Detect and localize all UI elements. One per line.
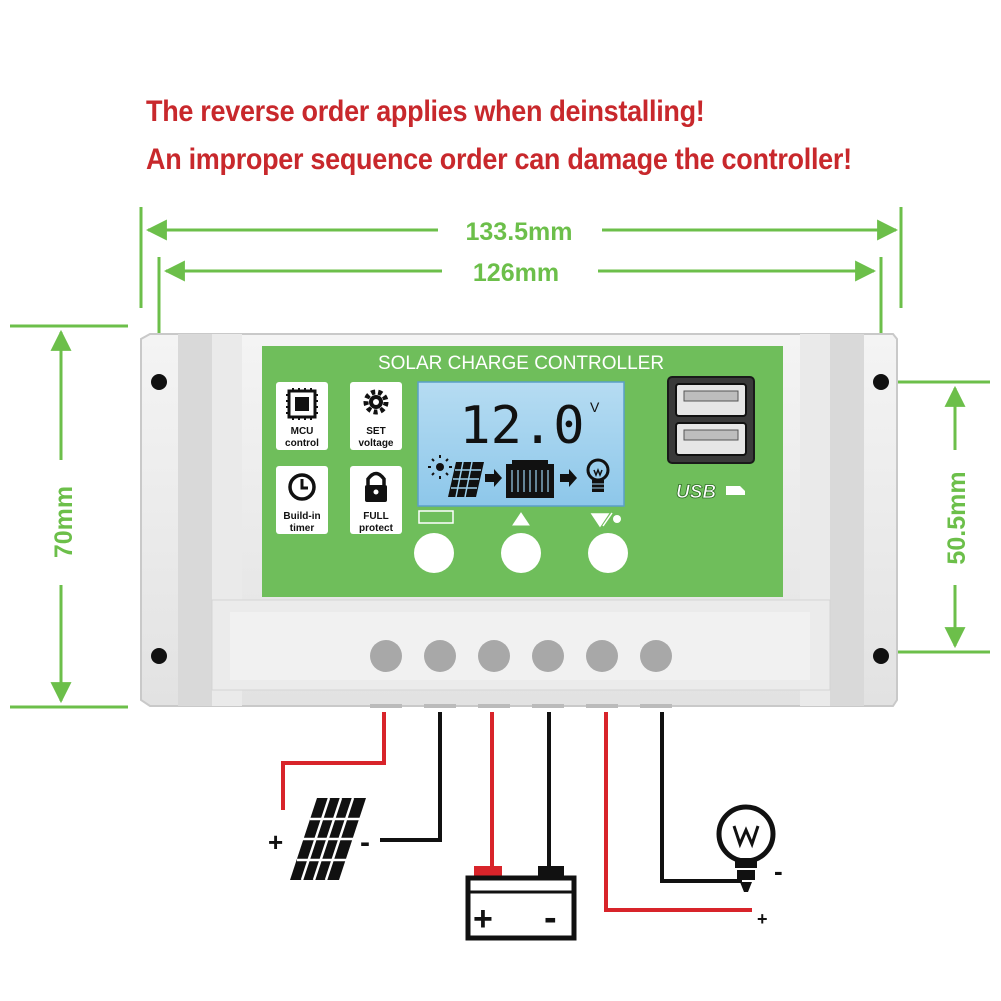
feature-mcu-line2: control bbox=[285, 438, 319, 449]
button-1[interactable] bbox=[414, 510, 454, 573]
lcd-unit: V bbox=[590, 399, 600, 415]
battery-minus-label: - bbox=[544, 897, 557, 939]
usb-ports[interactable]: USB bbox=[667, 376, 755, 503]
dimension-hole-width: 126mm bbox=[157, 257, 883, 362]
hole-height-label: 50.5mm bbox=[943, 471, 971, 564]
clock-icon bbox=[288, 473, 316, 501]
feature-mcu: MCU control bbox=[276, 382, 328, 450]
lcd-voltage-reading: 12.0 bbox=[459, 396, 584, 456]
hole-width-label: 126mm bbox=[473, 259, 559, 287]
feature-timer: Build-in timer bbox=[276, 466, 328, 534]
battery: + - bbox=[465, 866, 577, 941]
load-icon bbox=[590, 512, 613, 528]
total-height-label: 70mm bbox=[50, 486, 78, 558]
sun-icon bbox=[428, 455, 452, 479]
feature-set-line1: SET bbox=[366, 426, 385, 437]
warning-line-2: An improper sequence order can damage th… bbox=[146, 143, 852, 176]
panel-title: SOLAR CHARGE CONTROLLER bbox=[378, 353, 664, 374]
feature-protect: FULL protect bbox=[350, 466, 402, 534]
feature-timer-line1: Build-in bbox=[283, 511, 320, 522]
load-plus-label: + bbox=[757, 909, 768, 929]
total-width-label: 133.5mm bbox=[465, 218, 572, 246]
usb-label: USB bbox=[676, 482, 716, 503]
feature-protect-line2: protect bbox=[359, 523, 394, 534]
bulb-icon bbox=[586, 458, 610, 492]
arrow-right-icon bbox=[560, 469, 577, 487]
arrow-right-icon bbox=[485, 469, 502, 487]
button-3[interactable] bbox=[588, 512, 628, 573]
usb-plug-icon bbox=[726, 486, 745, 495]
warning-line-1: The reverse order applies when deinstall… bbox=[146, 95, 705, 128]
gear-icon bbox=[363, 389, 389, 415]
feature-set-line2: voltage bbox=[358, 438, 393, 449]
wiring bbox=[281, 712, 752, 912]
lock-icon bbox=[365, 471, 387, 502]
solar-panel: + - bbox=[268, 797, 370, 881]
light-bulb: - + bbox=[716, 804, 783, 929]
dimension-total-width: 133.5mm bbox=[139, 207, 903, 308]
load-minus-label: - bbox=[774, 856, 783, 886]
battery-outline-icon bbox=[418, 510, 454, 524]
feature-set-voltage: SET voltage bbox=[350, 382, 402, 450]
battery-icon bbox=[506, 460, 554, 498]
lcd-display: 12.0 V bbox=[417, 381, 625, 507]
feature-protect-line1: FULL bbox=[363, 511, 389, 522]
button-2[interactable] bbox=[501, 512, 541, 573]
feature-mcu-line1: MCU bbox=[291, 426, 314, 437]
panel-minus-label: - bbox=[360, 826, 370, 859]
terminal-block bbox=[370, 640, 672, 708]
chip-icon bbox=[286, 388, 318, 420]
panel-plus-label: + bbox=[268, 827, 283, 857]
up-icon bbox=[512, 512, 530, 526]
dimension-hole-height: 50.5mm bbox=[880, 380, 990, 654]
feature-timer-line2: timer bbox=[290, 523, 315, 534]
solar-panel-icon bbox=[448, 461, 484, 498]
dimension-total-height: 70mm bbox=[10, 324, 128, 709]
battery-plus-label: + bbox=[473, 900, 493, 938]
